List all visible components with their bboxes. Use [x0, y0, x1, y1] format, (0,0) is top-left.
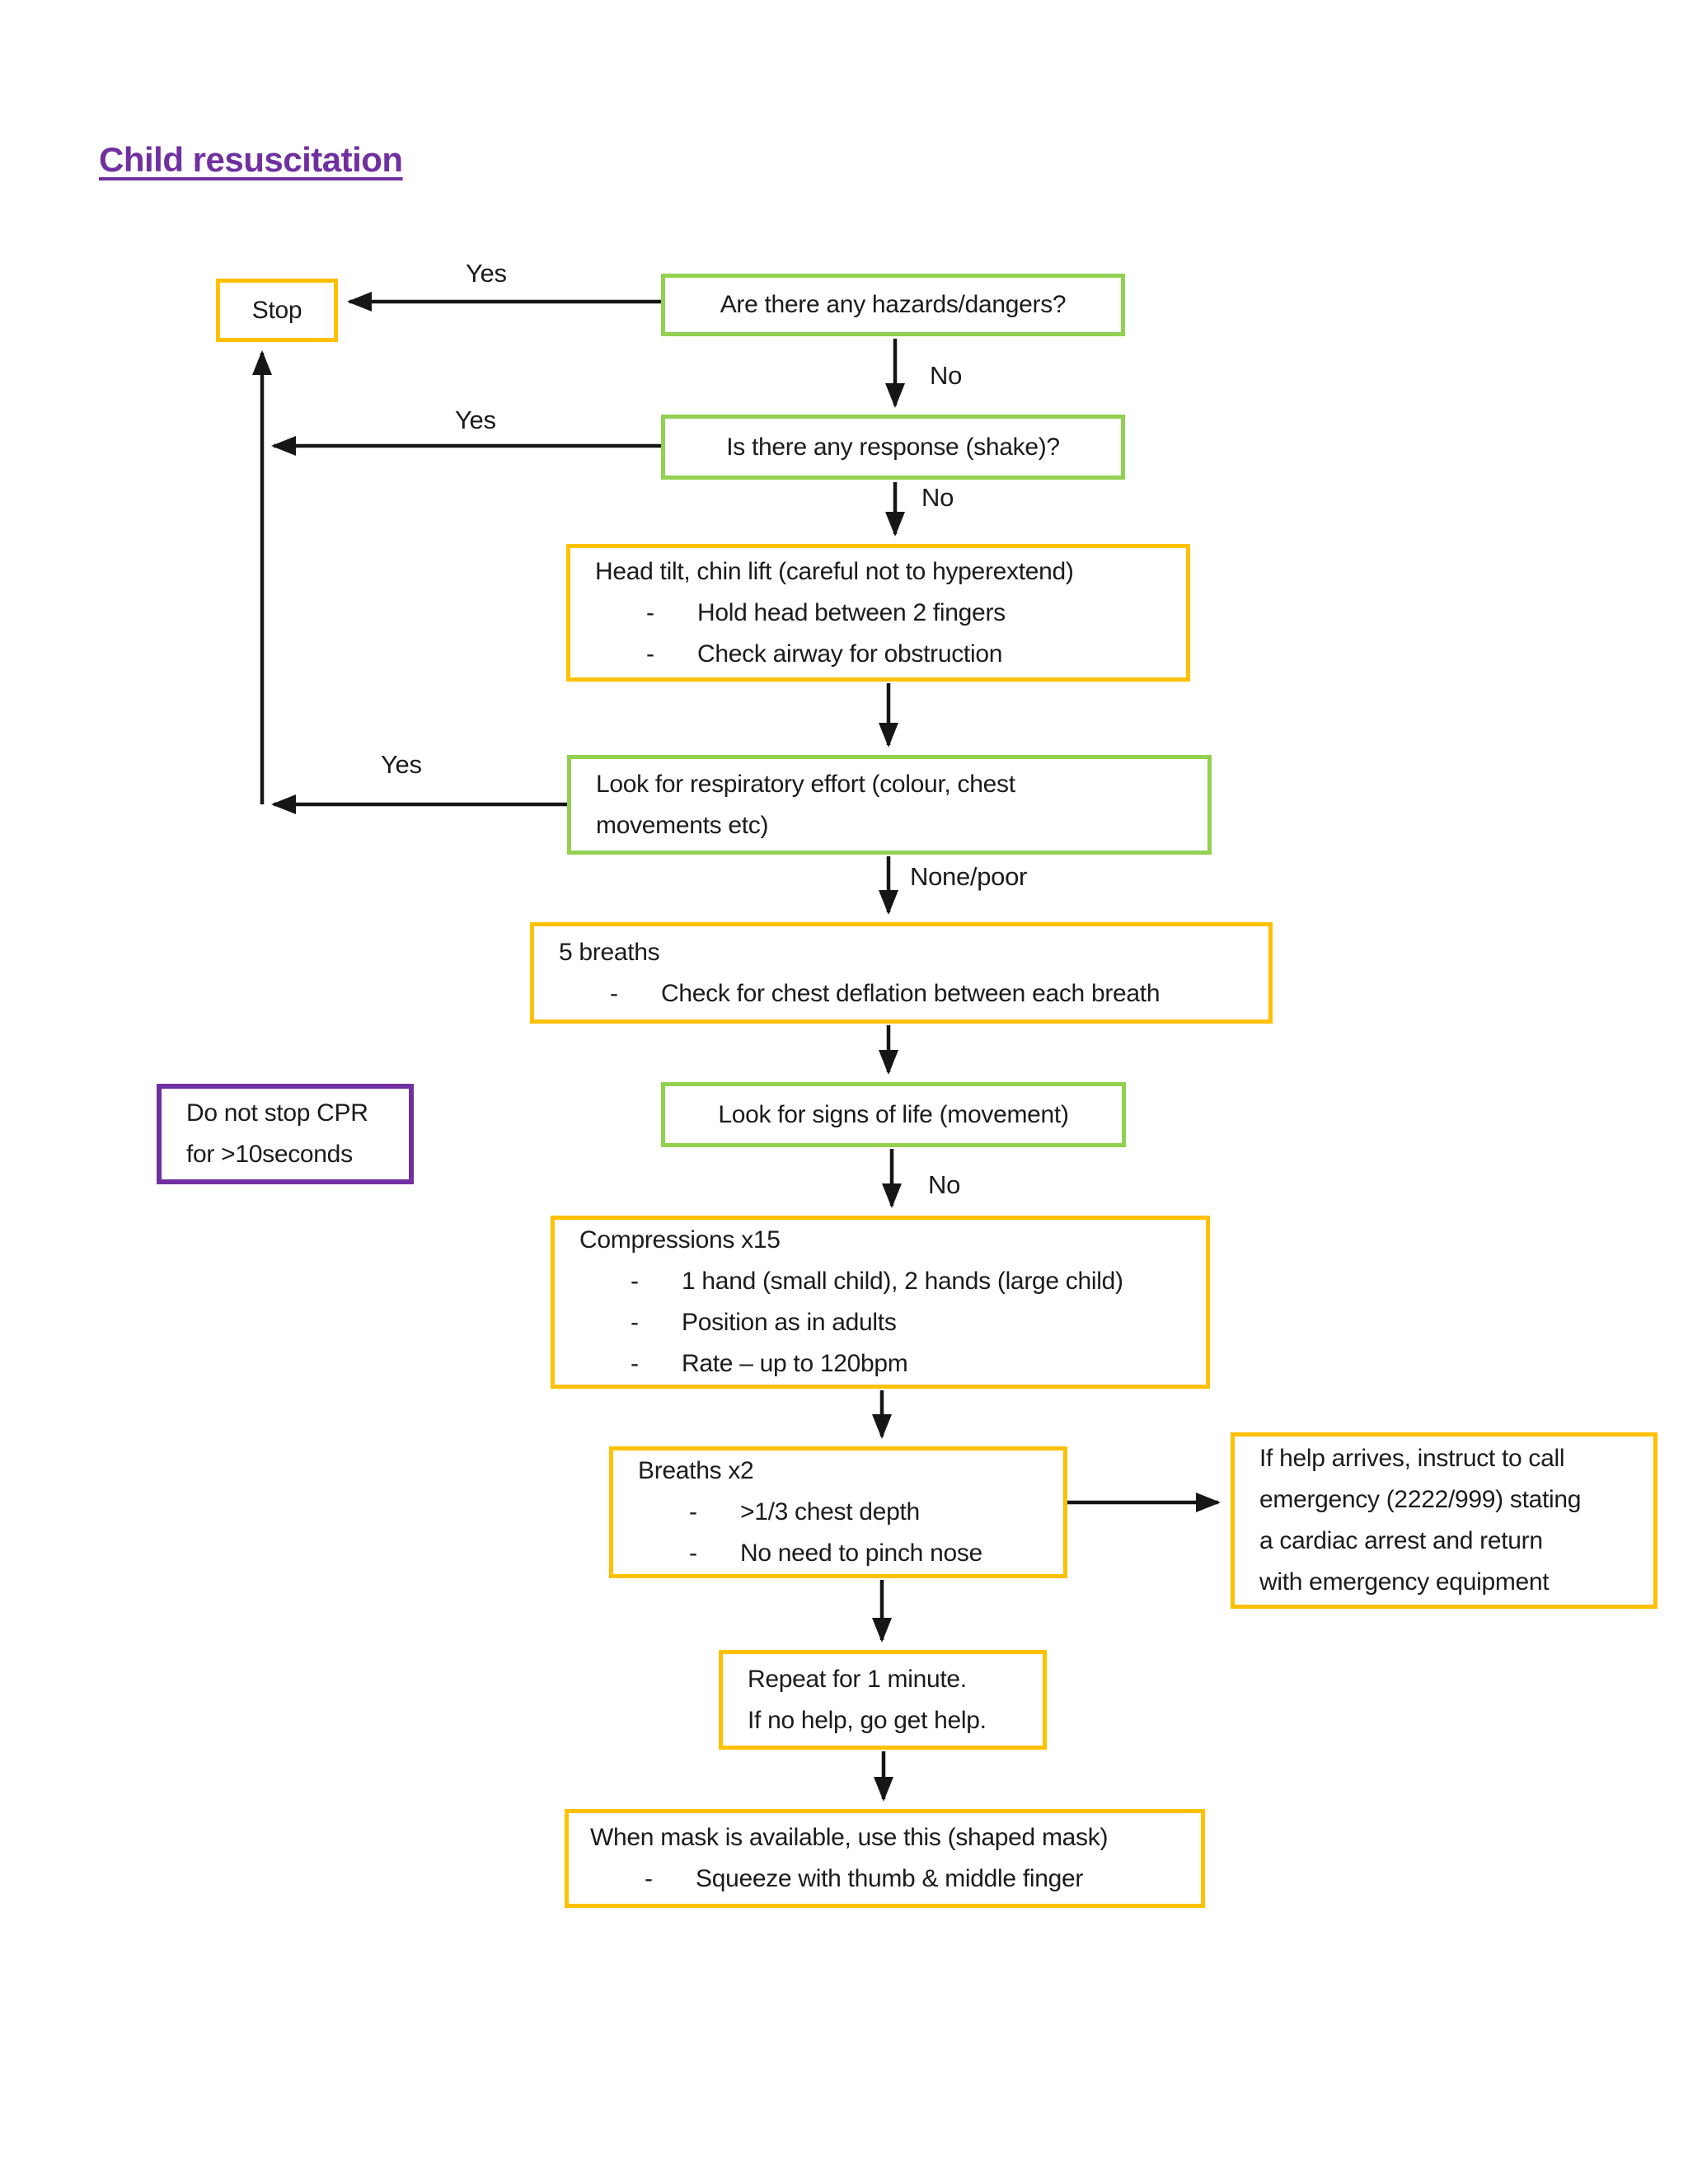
head-tilt-bullet-text: Hold head between 2 fingers	[697, 598, 1006, 626]
mask-box: When mask is available, use this (shaped…	[565, 1809, 1205, 1908]
head-tilt-line: Head tilt, chin lift (careful not to hyp…	[595, 557, 1074, 585]
compressions-bullet-text: 1 hand (small child), 2 hands (large chi…	[682, 1268, 1123, 1295]
no-label-signs: No	[928, 1170, 961, 1199]
repeat-box: Repeat for 1 minute. If no help, go get …	[719, 1650, 1047, 1750]
yes-label-hazards: Yes	[466, 259, 507, 288]
page-title: Child resuscitation	[99, 140, 403, 179]
do-not-stop-cpr-box: Do not stop CPR for >10seconds	[157, 1084, 414, 1184]
yes-label-response: Yes	[455, 405, 496, 434]
breaths-bullet-text: >1/3 chest depth	[740, 1498, 920, 1526]
bullet-dash: -	[689, 1540, 697, 1567]
none-poor-label: None/poor	[910, 862, 1028, 891]
mask-line: When mask is available, use this (shaped…	[590, 1824, 1109, 1851]
compressions-box: Compressions x15 - 1 hand (small child),…	[551, 1216, 1210, 1389]
hazards-box-text: Are there any hazards/dangers?	[720, 291, 1067, 318]
breaths-bullet-text: No need to pinch nose	[740, 1540, 982, 1567]
compressions-bullet: - 1 hand (small child), 2 hands (large c…	[555, 1261, 1206, 1302]
breaths-line: Breaths x2	[638, 1457, 754, 1484]
if-help-line: emergency (2222/999) stating	[1259, 1486, 1582, 1513]
bullet-dash: -	[631, 1268, 639, 1295]
if-help-arrives-box: If help arrives, instruct to call emerge…	[1231, 1432, 1658, 1609]
no-label-hazards: No	[930, 361, 963, 390]
yes-label-respiratory: Yes	[381, 750, 422, 779]
five-breaths-box: 5 breaths - Check for chest deflation be…	[530, 922, 1273, 1024]
compressions-bullet-text: Rate – up to 120bpm	[682, 1350, 908, 1377]
bullet-dash: -	[631, 1350, 639, 1377]
respiratory-line: movements etc)	[596, 811, 769, 839]
head-tilt-bullet: - Hold head between 2 fingers	[570, 593, 1186, 634]
breaths-box: Breaths x2 - >1/3 chest depth - No need …	[609, 1446, 1067, 1578]
no-label-response: No	[921, 483, 954, 512]
five-breaths-bullet-text: Check for chest deflation between each b…	[661, 979, 1160, 1007]
compressions-bullet: - Rate – up to 120bpm	[555, 1343, 1206, 1385]
five-breaths-bullet: - Check for chest deflation between each…	[534, 973, 1268, 1015]
stop-box-text: Stop	[251, 296, 302, 324]
head-tilt-box: Head tilt, chin lift (careful not to hyp…	[566, 544, 1190, 682]
do-not-stop-line: for >10seconds	[186, 1141, 353, 1168]
if-help-line: If help arrives, instruct to call	[1259, 1445, 1565, 1472]
do-not-stop-line: Do not stop CPR	[186, 1099, 368, 1127]
bullet-dash: -	[689, 1498, 697, 1526]
bullet-dash: -	[646, 640, 654, 668]
five-breaths-line: 5 breaths	[559, 938, 660, 966]
compressions-bullet: - Position as in adults	[555, 1302, 1206, 1343]
signs-of-life-box: Look for signs of life (movement)	[661, 1082, 1126, 1147]
head-tilt-bullet-text: Check airway for obstruction	[697, 640, 1003, 668]
stop-box: Stop	[216, 279, 338, 342]
mask-bullet: - Squeeze with thumb & middle finger	[569, 1858, 1201, 1900]
compressions-line: Compressions x15	[579, 1226, 781, 1254]
compressions-bullet-text: Position as in adults	[682, 1309, 897, 1336]
response-box-text: Is there any response (shake)?	[726, 433, 1060, 461]
breaths-bullet: - >1/3 chest depth	[613, 1492, 1063, 1533]
repeat-line: If no help, go get help.	[748, 1706, 987, 1734]
if-help-line: with emergency equipment	[1259, 1568, 1550, 1596]
bullet-dash: -	[645, 1865, 653, 1892]
respiratory-line: Look for respiratory effort (colour, che…	[596, 770, 1015, 798]
bullet-dash: -	[631, 1309, 639, 1336]
head-tilt-bullet: - Check airway for obstruction	[570, 634, 1186, 675]
repeat-line: Repeat for 1 minute.	[748, 1665, 967, 1693]
hazards-box: Are there any hazards/dangers?	[661, 274, 1125, 336]
signs-of-life-text: Look for signs of life (movement)	[718, 1100, 1069, 1128]
response-box: Is there any response (shake)?	[661, 415, 1125, 480]
respiratory-box: Look for respiratory effort (colour, che…	[567, 755, 1212, 855]
bullet-dash: -	[646, 598, 654, 626]
if-help-line: a cardiac arrest and return	[1259, 1527, 1543, 1554]
mask-bullet-text: Squeeze with thumb & middle finger	[696, 1865, 1084, 1892]
breaths-bullet: - No need to pinch nose	[613, 1533, 1063, 1574]
bullet-dash: -	[610, 979, 618, 1007]
